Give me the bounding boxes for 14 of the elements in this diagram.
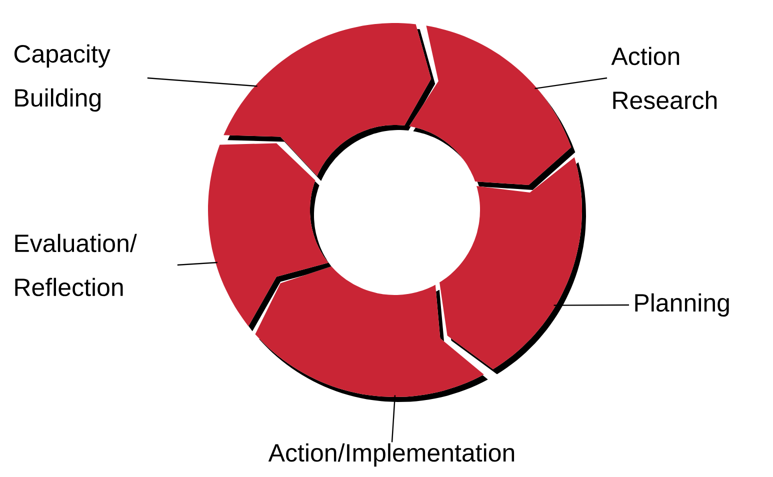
leader-line [534,77,608,90]
leader-line [391,395,396,442]
arrow-segment [208,143,332,332]
leader-line [554,304,629,306]
label: Planning [635,293,729,317]
leader-line [177,262,218,266]
label: Evaluation/ Reflection [15,234,137,296]
label: Capacity Building [14,44,110,112]
label: Action Research [611,46,717,110]
leader-line [147,77,258,87]
arrow-segment [440,157,586,374]
arrow-segment [409,26,576,190]
label: Action/Implementation [268,443,514,467]
arrow-segment [255,266,488,402]
